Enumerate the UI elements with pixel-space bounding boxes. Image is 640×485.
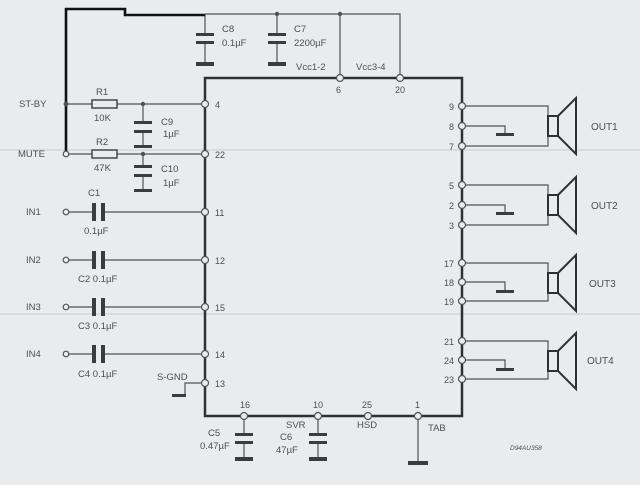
capacitors-c5-c6 [235,433,428,465]
pin-20: 20 [395,85,405,95]
left-junctions [63,101,146,157]
pin-9: 9 [449,102,454,112]
pin-14: 14 [215,350,225,360]
pin-13: 13 [215,379,225,389]
speaker-out4-icon [547,330,577,392]
in1-label: IN1 [26,207,41,218]
vcc12-label: Vcc1-2 [296,62,326,73]
pin-19: 19 [444,297,454,307]
pin-5: 5 [449,181,454,191]
speaker-out2-icon [547,174,577,236]
c10-value: 1µF [163,178,180,189]
c3-label: C3 0.1µF [78,321,117,332]
out3-label: OUT3 [589,279,616,290]
left-wiring [66,103,205,395]
pin-21: 21 [444,337,454,347]
output-grounds [496,133,514,371]
pin-2: 2 [449,201,454,211]
c2-label: C2 0.1µF [78,274,117,285]
pin-6: 6 [336,85,341,95]
in2-label: IN2 [26,255,41,266]
output-wiring [462,105,549,380]
resistor-r2 [91,149,118,159]
mute-tie-wire [64,7,205,152]
bottom-wiring [243,416,419,462]
pin-18: 18 [444,278,454,288]
svr-label: SVR [286,420,306,431]
capacitor-c8 [196,33,214,66]
pin-22: 22 [215,150,225,160]
in3-label: IN3 [26,302,41,313]
in4-label: IN4 [26,349,41,360]
left-pins [200,99,210,388]
speaker-out1-icon [547,95,577,157]
pin-16: 16 [240,400,250,410]
supply-network [204,13,401,78]
out2-label: OUT2 [591,201,618,212]
pin-8: 8 [449,122,454,132]
drawing-reference: D94AU358 [510,445,542,452]
r1-name: R1 [96,87,108,98]
r2-value: 47K [94,163,112,174]
pin-7: 7 [449,142,454,152]
c6-value: 47µF [276,445,298,456]
mute-label: MUTE [18,149,45,160]
c5-value: 0.47µF [200,441,230,452]
c7-name: C7 [294,24,306,35]
c10-name: C10 [161,164,178,175]
pin-11: 11 [215,208,224,218]
bottom-pins [239,411,423,421]
c4-label: C4 0.1µF [78,369,117,380]
pin-1: 1 [415,400,420,410]
r1-value: 10K [94,113,112,124]
resistor-r1 [91,99,118,109]
speaker-out3-icon [547,252,577,314]
pin-10: 10 [313,400,323,410]
c7-value: 2200µF [294,38,327,49]
r2-name: R2 [96,137,108,148]
pin-3: 3 [449,221,454,231]
stby-label: ST-BY [19,99,47,110]
input-terminals [62,150,70,358]
c5-name: C5 [208,428,220,439]
pin-17: 17 [444,259,454,269]
pin-23: 23 [444,375,454,385]
c1-name: C1 [88,188,100,199]
out4-label: OUT4 [587,356,614,367]
top-pins [335,73,405,83]
c9-value: 1µF [163,129,180,140]
c1-value: 0.1µF [84,226,109,237]
c8-value: 0.1µF [222,38,247,49]
tab-label: TAB [428,423,446,434]
hsd-label: HSD [357,420,377,431]
capacitor-c7 [268,33,286,66]
supply-junctions [274,11,343,17]
pin-25: 25 [362,400,372,410]
vcc34-label: Vcc3-4 [356,62,386,73]
out1-label: OUT1 [591,122,618,133]
pin-24: 24 [444,356,454,366]
input-capacitors [92,203,186,397]
c8-name: C8 [222,24,234,35]
c9-name: C9 [161,117,173,128]
pin-12: 12 [215,256,225,266]
capacitors-c9-c10 [134,121,152,192]
c6-name: C6 [280,432,292,443]
pin-4: 4 [215,100,220,110]
ic-body [203,76,464,418]
right-pins [457,101,467,384]
sgnd-label: S-GND [157,372,188,383]
pin-15: 15 [215,303,225,313]
